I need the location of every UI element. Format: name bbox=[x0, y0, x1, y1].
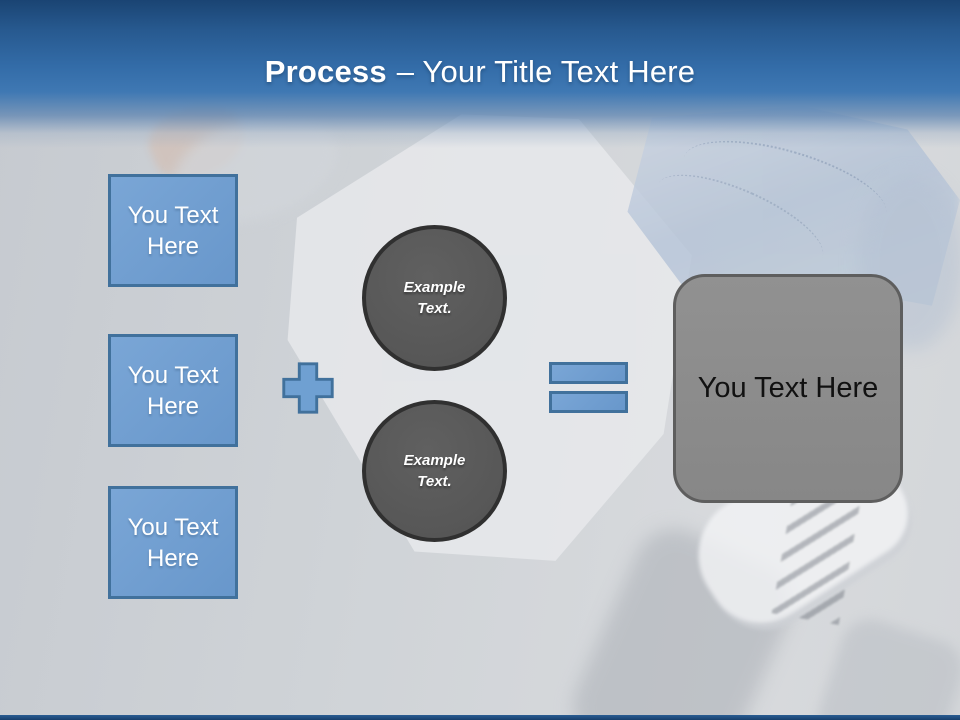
placeholder-box-3-label: You Text Here bbox=[127, 513, 219, 572]
slide-title-bold: Process bbox=[264, 54, 387, 89]
placeholder-box-1-label: You Text Here bbox=[127, 201, 219, 260]
slide-title-regular: – Your Title Text Here bbox=[396, 54, 696, 89]
footer-bar bbox=[0, 715, 960, 720]
result-box-label: You Text Here bbox=[697, 372, 879, 404]
example-circle-1-label: Example Text. bbox=[403, 279, 466, 317]
placeholder-box-2-label: You Text Here bbox=[127, 361, 219, 420]
equals-icon-bar-top bbox=[549, 362, 628, 384]
example-circle-1[interactable]: Example Text. bbox=[362, 225, 507, 371]
placeholder-box-2[interactable]: You Text Here bbox=[108, 334, 238, 447]
plus-icon bbox=[282, 362, 334, 414]
result-box[interactable]: You Text Here bbox=[673, 274, 903, 503]
example-circle-2[interactable]: Example Text. bbox=[362, 400, 507, 542]
slide-title[interactable]: Process – Your Title Text Here bbox=[0, 54, 960, 90]
slide-header-band bbox=[0, 0, 960, 148]
example-circle-2-label: Example Text. bbox=[403, 452, 466, 490]
plus-operator bbox=[277, 357, 339, 419]
equals-icon-bar-bottom bbox=[549, 391, 628, 413]
placeholder-box-1[interactable]: You Text Here bbox=[108, 174, 238, 287]
placeholder-box-3[interactable]: You Text Here bbox=[108, 486, 238, 599]
